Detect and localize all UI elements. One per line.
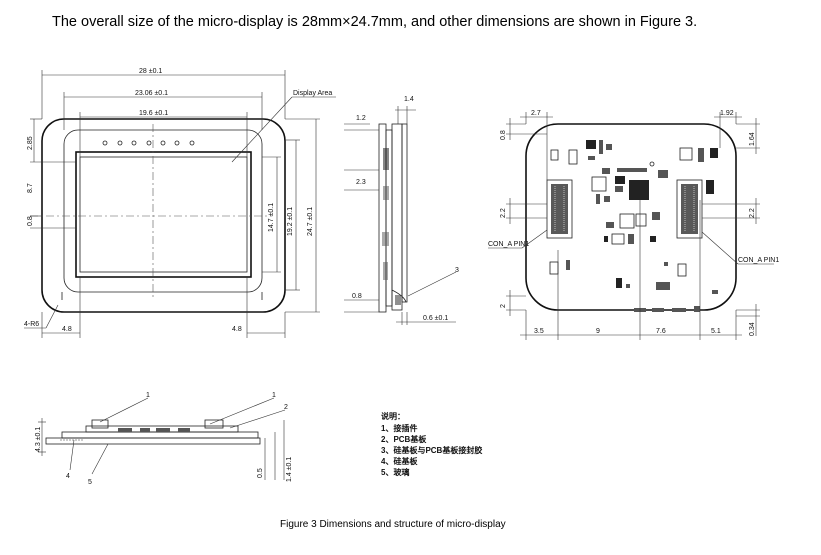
- back-dim-b4: 5.1: [711, 328, 721, 335]
- section-callout-4: 4: [66, 473, 70, 480]
- dim-overall-width: 28 ±0.1: [139, 68, 162, 75]
- front-pin-marks: [102, 140, 195, 146]
- legend-item-4: 4、硅基板: [381, 456, 418, 466]
- back-dim-right-a: 1.64: [749, 132, 756, 146]
- back-dim-left-c: 2: [500, 304, 507, 308]
- side-dim-b: 2.3: [356, 179, 366, 186]
- side-view: 1.4 1.2 2.3 0.8 0.6 ±0.1 3: [344, 96, 459, 325]
- dim-corner-radius: 4-R6: [24, 321, 39, 328]
- back-dim-b3: 7.6: [656, 328, 666, 335]
- section-dim-left: 4.3 ±0.1: [35, 427, 42, 452]
- back-dim-left-b: 2.2: [500, 208, 507, 218]
- section-dim-b: 1.4 ±0.1: [286, 457, 293, 482]
- back-dim-top-right: 1.92: [720, 110, 734, 117]
- dim-bottom-left: 4.8: [62, 326, 72, 333]
- section-callout-5: 5: [88, 479, 92, 486]
- back-dim-right-c: 0.34: [749, 322, 756, 336]
- back-outline: [525, 123, 737, 311]
- connector-right: [676, 179, 703, 239]
- back-dim-b2: 9: [596, 328, 600, 335]
- front-display-area: [79, 156, 248, 273]
- dim-display-height: 14.7 ±0.1: [268, 203, 275, 232]
- dim-inner-width: 23.06 ±0.1: [135, 90, 168, 97]
- dim-bottom-right: 4.8: [232, 326, 242, 333]
- side-dim-top: 1.4: [404, 96, 414, 103]
- section-callout-2: 2: [284, 404, 288, 411]
- side-dim-a: 1.2: [356, 115, 366, 122]
- back-dim-right-b: 2.2: [749, 208, 756, 218]
- section-callout-1: 1: [146, 392, 150, 399]
- section-view: 4.3 ±0.1 0.5 1.4 ±0.1 1 1 2 4 5: [35, 392, 293, 486]
- section-callout-1b: 1: [272, 392, 276, 399]
- front-outline: [41, 118, 286, 313]
- dim-left-b: 8.7: [27, 183, 34, 193]
- dim-overall-height: 24.7 ±0.1: [307, 207, 314, 236]
- legend-item-5: 5、玻璃: [381, 467, 409, 477]
- dim-left-c: 0.8: [27, 216, 34, 226]
- label-display-area: Display Area: [293, 90, 332, 97]
- side-callout-3: 3: [455, 267, 459, 274]
- connector-left: [546, 179, 573, 239]
- back-dim-left-a: 0.8: [500, 130, 507, 140]
- legend-item-3: 3、硅基板与PCB基板接封胶: [381, 445, 482, 455]
- section-silicon: [61, 431, 259, 439]
- legend-item-1: 1、接插件: [381, 423, 417, 433]
- dim-left-a: 2.85: [27, 136, 34, 150]
- back-conn-left-label: CON_A PIN1: [488, 241, 529, 248]
- section-glass: [45, 437, 261, 445]
- back-dim-b1: 3.5: [534, 328, 544, 335]
- back-view: 2.7 1.92 0.8 2.2 2 1.64 2.2 0.34 CON_A: [488, 110, 779, 340]
- legend-item-2: 2、PCB基板: [381, 434, 427, 444]
- back-conn-right-label: CON_A PIN1: [738, 257, 779, 264]
- intro-text: The overall size of the micro-display is…: [52, 14, 698, 30]
- dim-inner-height: 19.2 ±0.1: [287, 207, 294, 236]
- figure-caption: Figure 3 Dimensions and structure of mic…: [280, 519, 506, 530]
- dim-display-width: 19.6 ±0.1: [139, 110, 168, 117]
- side-dim-c: 0.8: [352, 293, 362, 300]
- front-inner-panel: [63, 129, 263, 293]
- back-dim-top-left: 2.7: [531, 110, 541, 117]
- legend-title: 说明：: [381, 411, 405, 421]
- section-dim-a: 0.5: [257, 468, 264, 478]
- front-display-frame: [75, 151, 252, 278]
- side-pcb: [391, 123, 403, 311]
- legend: 说明： 1、接插件 2、PCB基板 3、硅基板与PCB基板接封胶 4、硅基板 5…: [381, 411, 482, 477]
- side-dim-d: 0.6 ±0.1: [423, 315, 448, 322]
- front-view: 28 ±0.1 23.06 ±0.1 19.6 ±0.1 Display Are…: [24, 68, 336, 338]
